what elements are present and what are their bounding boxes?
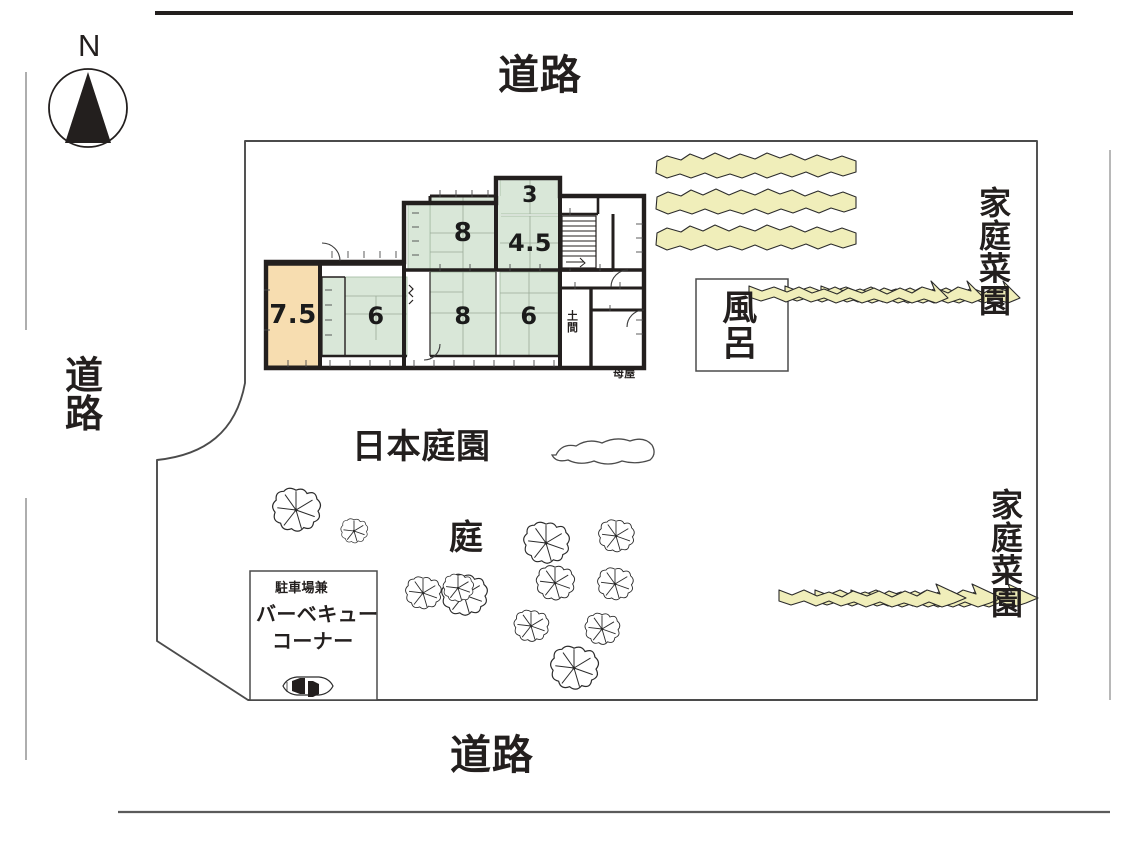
compass-north-label: N xyxy=(78,28,102,63)
tatami-joint-lines xyxy=(345,178,560,356)
parking-sub-label: 駐車場兼 xyxy=(275,581,329,596)
room-area-room-4-5: 4.5 xyxy=(508,228,552,257)
road-label-left: 道路 xyxy=(58,355,103,433)
main-house-label: 母屋 xyxy=(613,367,636,380)
pond-shape xyxy=(550,438,655,465)
vegetable-garden-label-bottom: 家庭菜園 xyxy=(986,488,1024,619)
room-area-room-7-5: 7.5 xyxy=(269,300,317,330)
car-top-view-icon xyxy=(282,676,334,697)
room-area-room-8-upper: 8 xyxy=(453,218,473,248)
doma-label: 土間 xyxy=(565,310,579,333)
garden-beds-horizontal xyxy=(655,152,857,251)
room-area-room-6-left: 6 xyxy=(367,302,385,330)
house-walls xyxy=(263,175,647,371)
main-house-floorplan xyxy=(263,175,647,371)
north-arrow-icon xyxy=(48,68,128,148)
fixture-marks xyxy=(408,284,414,305)
road-label-top: 道路 xyxy=(498,51,582,99)
vegetable-garden-label-top: 家庭菜園 xyxy=(974,186,1012,317)
road-label-bottom: 道路 xyxy=(450,731,534,779)
bath-label: 風呂 xyxy=(716,289,757,361)
road-boundary-lines xyxy=(25,11,1111,814)
room-area-room-3: 3 xyxy=(522,183,538,208)
bbq-label-line2: コーナー xyxy=(272,629,354,653)
japanese-garden-label: 日本庭園 xyxy=(352,427,491,467)
bbq-label-line1: バーベキュー xyxy=(256,602,379,626)
room-area-room-8-lower: 8 xyxy=(454,302,472,330)
lot-boundary xyxy=(156,140,1038,701)
staircase-icon xyxy=(561,215,597,269)
garden-beds-vertical-top xyxy=(748,280,1021,304)
garden-label: 庭 xyxy=(449,518,484,558)
sliding-door-ticks xyxy=(264,190,643,367)
tree-symbols xyxy=(272,487,635,690)
door-swing-arcs xyxy=(321,242,645,361)
room-area-room-6-right: 6 xyxy=(520,302,538,330)
garden-beds-vertical-bottom xyxy=(778,583,1039,608)
parking-bbq-area xyxy=(249,570,378,701)
